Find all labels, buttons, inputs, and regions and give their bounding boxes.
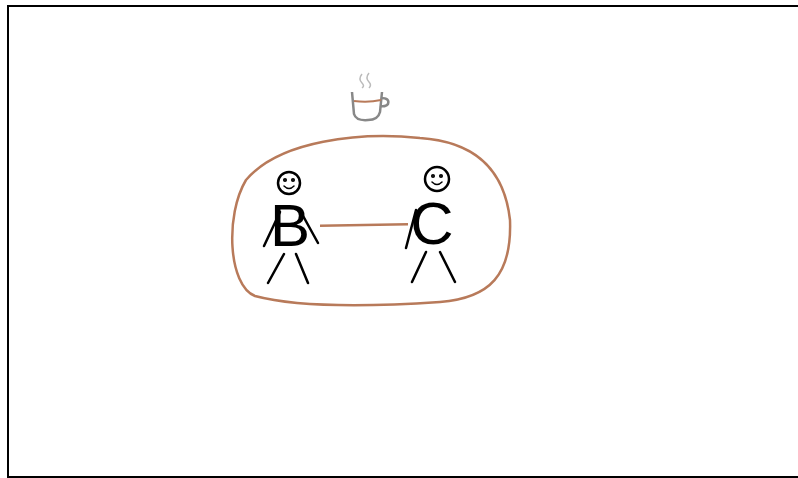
- stick-figure-body: C: [408, 193, 456, 255]
- stick-figure-c: [406, 167, 455, 282]
- stick-figure-body: B: [272, 195, 308, 257]
- group-blob: [232, 136, 510, 305]
- stick-figure-b: [264, 172, 318, 283]
- connector-line: [320, 224, 408, 225]
- coffee-cup: [352, 73, 388, 120]
- figure-letter: C: [410, 193, 453, 255]
- frame: [8, 6, 798, 477]
- figure-letter: B: [270, 195, 310, 257]
